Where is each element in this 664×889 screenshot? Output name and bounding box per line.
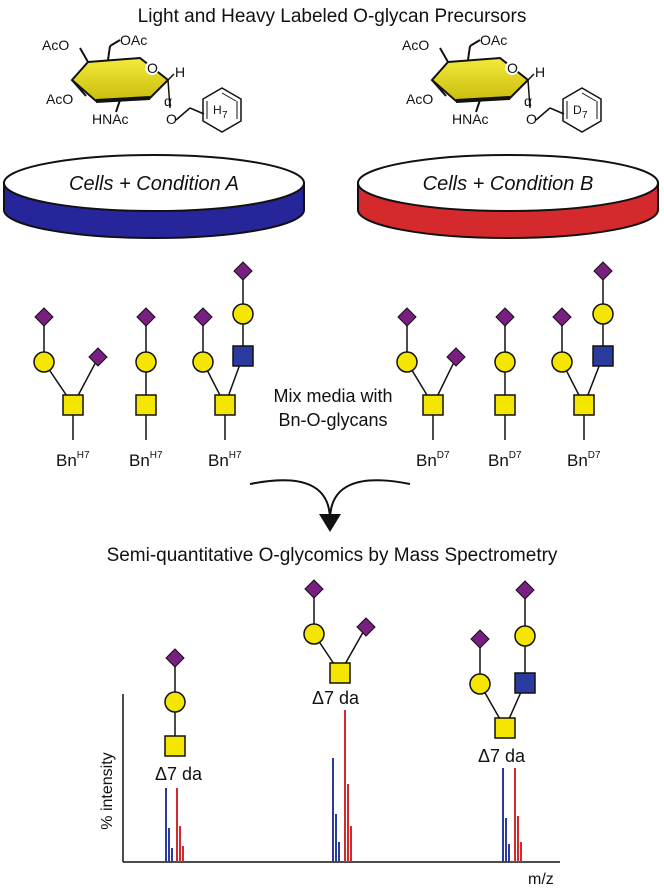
galactose-circle (396, 351, 418, 373)
galactose-circle (232, 303, 254, 325)
anomeric-h-right: H (535, 64, 545, 80)
galactose-circle (303, 623, 325, 645)
mix-instruction-line2: Bn-O-glycans (278, 410, 387, 430)
y-axis-label: % intensity (99, 752, 116, 829)
isotope-label-left: H (213, 103, 222, 117)
isotope-label-right-sub: 7 (582, 110, 588, 121)
glcnac-square (514, 672, 536, 694)
galnac-square (164, 735, 186, 757)
bn-label: BnD7 (416, 450, 450, 470)
isotope-label-left-sub: 7 (222, 110, 228, 121)
galnac-square (135, 394, 157, 416)
mass-spectrum: % intensity m/z (99, 694, 560, 888)
sialic-acid-diamond (552, 307, 572, 327)
delta-label-1: Δ7 da (155, 764, 203, 784)
glycan-heavy-3: BnD7 (551, 261, 614, 470)
sialic-acid-diamond (165, 648, 185, 668)
galnac-square (494, 717, 516, 739)
galnac-square (494, 394, 516, 416)
galactose-circle (469, 673, 491, 695)
sialic-acid-diamond (34, 307, 54, 327)
galactose-circle (33, 351, 55, 373)
sialic-acid-diamond (304, 579, 324, 599)
hnac-left: HNAc (92, 111, 129, 127)
sialic-acid-diamond (495, 307, 515, 327)
galactose-circle (514, 625, 536, 647)
dish-left-label: Cells + Condition A (69, 173, 239, 195)
hnac-right: HNAc (452, 111, 489, 127)
top-title: Light and Heavy Labeled O-glycan Precurs… (138, 6, 527, 27)
oac-left: OAc (120, 32, 147, 48)
culture-dish-left: Cells + Condition A (3, 154, 305, 239)
bn-label: BnH7 (129, 450, 163, 470)
bn-label: BnH7 (56, 450, 90, 470)
arrow-head (319, 514, 341, 532)
spectrum-glycan-3: Δ7 da (469, 580, 536, 766)
benzene-ring-left (202, 87, 242, 133)
glcnac-square (232, 345, 254, 367)
sialic-acid-diamond (356, 617, 376, 637)
bn-label: BnH7 (208, 450, 242, 470)
benzene-ring-right (562, 87, 602, 133)
glycosidic-oxygen-right: O (526, 111, 537, 127)
delta-label-3: Δ7 da (478, 746, 526, 766)
galactose-circle (494, 351, 516, 373)
sialic-acid-diamond (88, 347, 108, 367)
aco-top-left: AcO (42, 37, 69, 53)
isotope-label-right: D (573, 103, 582, 117)
ring-oxygen-left: O (147, 60, 158, 76)
glcnac-square (592, 345, 614, 367)
peak-cluster-2 (332, 710, 352, 862)
precursor-structure-light: O AcO OAc AcO HNAc H α O H 7 (42, 32, 242, 133)
galnac-square (573, 394, 595, 416)
aco-bottom-left: AcO (46, 91, 73, 107)
alpha-right: α (524, 93, 532, 109)
glycan-heavy-2: BnD7 (488, 307, 522, 470)
ring-oxygen-right: O (507, 60, 518, 76)
glycosidic-oxygen-left: O (166, 111, 177, 127)
galactose-circle (192, 351, 214, 373)
delta-label-2: Δ7 da (312, 688, 360, 708)
dish-right-label: Cells + Condition B (423, 173, 594, 195)
peak-cluster-1 (165, 788, 184, 862)
alpha-left: α (164, 93, 172, 109)
spectrum-glycan-2: Δ7 da (303, 579, 376, 708)
peak-cluster-3 (502, 768, 522, 862)
aco-top-right: AcO (402, 37, 429, 53)
glycan-heavy-1: BnD7 (396, 307, 466, 470)
galactose-circle (592, 303, 614, 325)
sialic-acid-diamond (233, 261, 253, 281)
sialic-acid-diamond (446, 347, 466, 367)
mix-instruction-line1: Mix media with (273, 386, 392, 406)
sialic-acid-diamond (515, 580, 535, 600)
glycan-light-2: BnH7 (129, 307, 163, 470)
galnac-square (62, 394, 84, 416)
galnac-square (329, 662, 351, 684)
x-axis-label: m/z (528, 871, 554, 888)
bottom-title: Semi-quantitative O-glycomics by Mass Sp… (107, 545, 558, 566)
bn-label: BnD7 (488, 450, 522, 470)
glycan-light-1: BnH7 (33, 307, 108, 470)
galnac-square (214, 394, 236, 416)
aco-bottom-right: AcO (406, 91, 433, 107)
galactose-circle (164, 691, 186, 713)
galactose-circle (551, 351, 573, 373)
anomeric-h-left: H (175, 64, 185, 80)
merge-arrow (249, 479, 411, 532)
bn-label: BnD7 (567, 450, 601, 470)
sialic-acid-diamond (397, 307, 417, 327)
sialic-acid-diamond (593, 261, 613, 281)
culture-dish-right: Cells + Condition B (357, 154, 659, 239)
oac-right: OAc (480, 32, 507, 48)
spectrum-glycan-1: Δ7 da (155, 648, 203, 784)
galnac-square (422, 394, 444, 416)
precursor-structure-heavy: O AcO OAc AcO HNAc H α O D 7 (402, 32, 602, 133)
sialic-acid-diamond (470, 629, 490, 649)
glycan-light-3: BnH7 (192, 261, 254, 470)
sialic-acid-diamond (136, 307, 156, 327)
sialic-acid-diamond (193, 307, 213, 327)
galactose-circle (135, 351, 157, 373)
